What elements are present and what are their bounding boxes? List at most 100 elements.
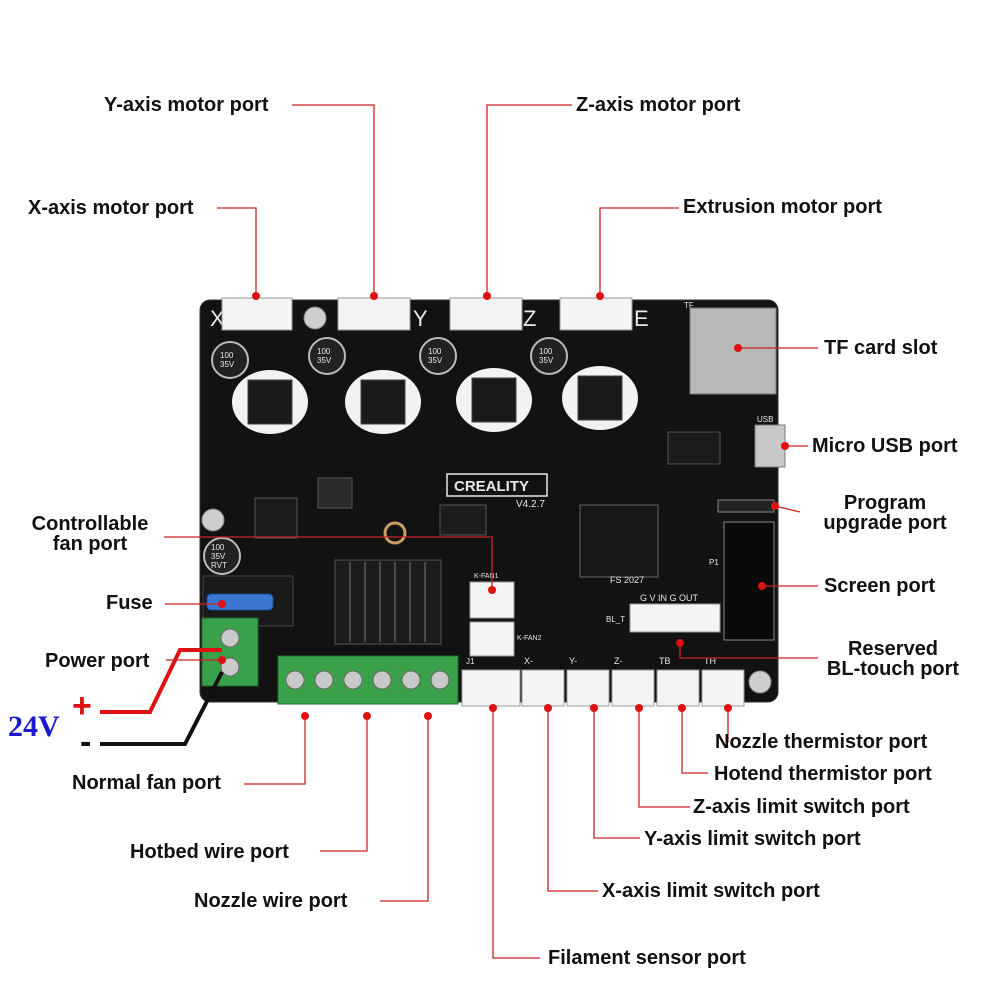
- silk-axis-x: X: [210, 306, 225, 331]
- label-z-motor-port: Z-axis motor port: [576, 94, 741, 116]
- silk-fan2: K-FAN2: [517, 635, 542, 642]
- label-nozzle-wire-port: Nozzle wire port: [194, 890, 348, 912]
- driver-chip: [439, 504, 487, 536]
- svg-text:35V: 35V: [428, 356, 443, 365]
- extrusion-motor-connector: [559, 297, 633, 331]
- terminal-screw: [220, 657, 240, 677]
- driver-heatsink: [360, 379, 406, 425]
- tf-card-slot: [689, 307, 777, 395]
- label-program-upgrade-line1: Program: [843, 492, 927, 514]
- mounting-hole: [748, 670, 772, 694]
- mounting-hole: [201, 508, 225, 532]
- usb-chip: [667, 431, 721, 465]
- driver-heatsink: [577, 375, 623, 421]
- label-y-limit-switch-port: Y-axis limit switch port: [644, 828, 861, 850]
- label-extrusion-motor-port: Extrusion motor port: [683, 196, 882, 218]
- positive-wire: [100, 648, 222, 714]
- label-x-limit-switch-port: X-axis limit switch port: [602, 880, 820, 902]
- silk-j1: J1: [466, 657, 475, 666]
- svg-text:100: 100: [539, 347, 553, 356]
- label-fuse: Fuse: [106, 592, 153, 614]
- negative-wire: [100, 671, 224, 746]
- label-reserved-line1: Reserved: [847, 638, 939, 660]
- voltage-label: 24V: [8, 710, 60, 743]
- silk-tf: TF: [684, 301, 694, 310]
- label-tf-card-slot: TF card slot: [824, 337, 938, 359]
- creality-logo-box: [446, 473, 548, 497]
- mounting-hole: [383, 521, 407, 545]
- chip-marking: FS 2027: [610, 575, 644, 585]
- y-limit-connector: [566, 669, 610, 707]
- label-controllable-fan-line2: fan port: [52, 533, 128, 555]
- brand-logo: CREALITY: [454, 478, 529, 495]
- silk-bl: BL_T: [606, 615, 625, 624]
- terminal-screw: [220, 628, 240, 648]
- z-motor-connector: [449, 297, 523, 331]
- board-version: V4.2.7: [516, 499, 545, 510]
- label-reserved-bl-touch-port: Reserved BL-touch port: [808, 639, 978, 679]
- silk-z-limit: Z-: [614, 656, 623, 666]
- fan2-connector: [469, 621, 515, 657]
- heatsink-fins: [349, 562, 426, 642]
- capacitor: 100 35V: [211, 341, 249, 379]
- terminal-screw: [343, 670, 363, 690]
- micro-usb: [754, 424, 786, 468]
- x-limit-connector: [521, 669, 565, 707]
- label-power-port: Power port: [45, 650, 150, 672]
- regulator: [254, 497, 298, 539]
- label-y-motor-port: Y-axis motor port: [104, 94, 269, 116]
- terminal-screw: [401, 670, 421, 690]
- silk-screen: P1: [709, 558, 719, 567]
- silk-x-limit: X-: [524, 656, 533, 666]
- label-screen-port: Screen port: [824, 575, 936, 597]
- label-x-motor-port: X-axis motor port: [28, 197, 194, 219]
- capacitor: 100 35V RVT: [203, 537, 241, 575]
- capacitor: 100 35V: [419, 337, 457, 375]
- z-limit-connector: [611, 669, 655, 707]
- silk-axis-e: E: [634, 306, 649, 331]
- svg-text:100: 100: [211, 543, 225, 552]
- capacitor: 100 35V: [530, 337, 568, 375]
- label-controllable-fan-port: Controllable fan port: [20, 514, 160, 554]
- silk-th: TH: [704, 656, 716, 666]
- label-controllable-fan-line1: Controllable: [31, 513, 149, 535]
- svg-text:35V: 35V: [211, 552, 226, 561]
- svg-text:100: 100: [220, 351, 234, 360]
- mounting-hole: [303, 306, 327, 330]
- positive-symbol: +: [72, 687, 92, 725]
- label-reserved-line2: BL-touch port: [826, 658, 960, 680]
- mcu-chip: [579, 504, 659, 578]
- label-normal-fan-port: Normal fan port: [72, 772, 221, 794]
- terminal-screw: [285, 670, 305, 690]
- y-motor-connector: [337, 297, 411, 331]
- svg-text:35V: 35V: [539, 356, 554, 365]
- program-upgrade-header: [717, 499, 775, 513]
- svg-text:RVT: RVT: [211, 561, 227, 570]
- label-program-upgrade-line2: upgrade port: [823, 512, 947, 534]
- leader-lines: [164, 104, 818, 959]
- label-hotend-thermistor-port: Hotend thermistor port: [714, 763, 932, 785]
- svg-text:100: 100: [317, 347, 331, 356]
- filament-sensor-connector: [461, 669, 521, 707]
- mosfet-heatsink: [334, 559, 442, 645]
- capacitor: 100 35V: [308, 337, 346, 375]
- svg-text:35V: 35V: [220, 360, 235, 369]
- nozzle-thermistor-connector: [701, 669, 745, 707]
- fuse: [206, 593, 274, 611]
- label-filament-sensor-port: Filament sensor port: [548, 947, 746, 969]
- silk-axis-y: Y: [413, 306, 428, 331]
- leader-dots: [218, 292, 789, 720]
- negative-symbol: -: [80, 723, 92, 761]
- svg-text:35V: 35V: [317, 356, 332, 365]
- terminal-screw: [430, 670, 450, 690]
- hotend-thermistor-connector: [656, 669, 700, 707]
- label-program-upgrade-port: Program upgrade port: [800, 493, 970, 533]
- driver-heatsink: [471, 377, 517, 423]
- silk-fan1: K-FAN1: [474, 573, 499, 580]
- terminal-screw: [372, 670, 392, 690]
- silk-header: G V IN G OUT: [640, 593, 699, 603]
- capacitor-smd: [317, 477, 353, 509]
- screen-port-header: [723, 521, 775, 641]
- label-micro-usb-port: Micro USB port: [812, 435, 958, 457]
